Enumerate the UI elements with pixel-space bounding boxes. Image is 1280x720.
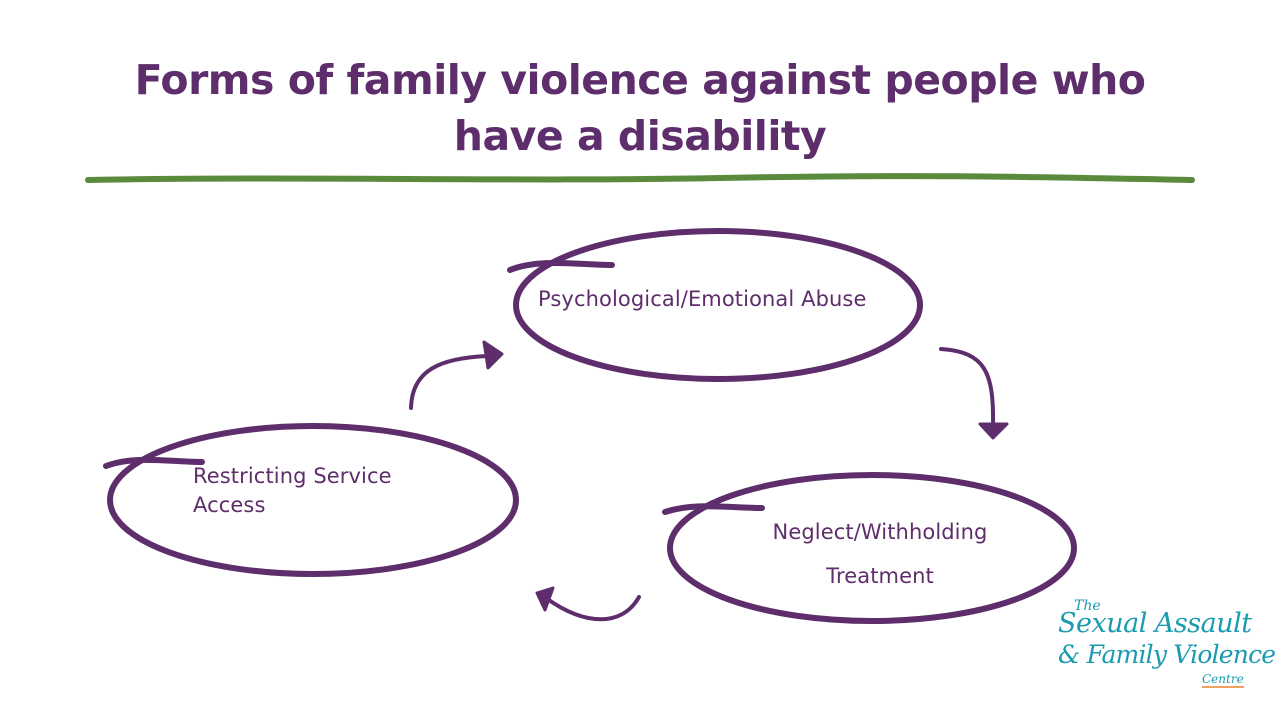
node-label-restricting-service-access: Restricting Service Access [193,464,392,517]
node-label-line: Treatment [826,564,934,588]
organization-logo: The Sexual Assault & Family Violence Cen… [1040,598,1276,698]
logo-line1: Sexual Assault [1058,608,1252,639]
node-label-line: Neglect/Withholding [772,520,988,544]
slide-title: Forms of family violence against people … [134,56,1146,160]
node-label-psychological-emotional-abuse: Psychological/Emotional Abuse [538,287,867,311]
logo-line2: & Family Violence [1058,640,1276,669]
logo-centre: Centre [1202,672,1244,688]
title-underline [85,173,1195,183]
arrow-neglect-to-restrict [535,586,641,622]
arrow-restrict-to-psych [409,340,504,410]
node-outline-restrict [103,423,519,577]
node-outline-neglect [662,472,1077,624]
node-outline-psych [507,228,923,382]
arrow-psych-to-neglect [939,347,1009,440]
node-label-neglect-withholding-treatment: Neglect/Withholding Treatment [720,510,1040,598]
logo-the: The [1074,598,1101,614]
